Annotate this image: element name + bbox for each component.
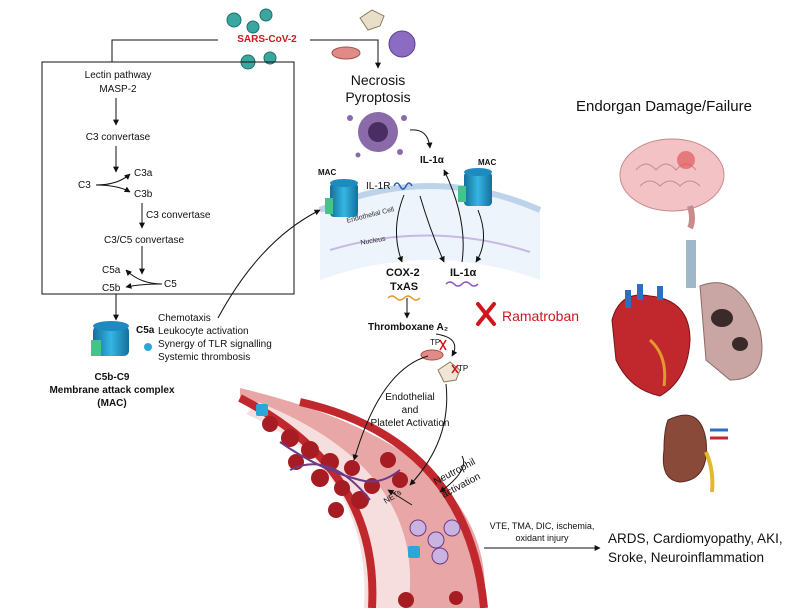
- complement-arrows: [95, 98, 163, 321]
- c5a-dot: [144, 343, 152, 351]
- organ-damage-title: Endorgan Damage/Failure: [576, 98, 752, 115]
- blood-vessel-graphic: [238, 388, 488, 608]
- vessel-arrows: [352, 355, 601, 551]
- thromboxane-label: Thromboxane A₂: [368, 322, 449, 333]
- ramatroban-x-icon: [476, 302, 496, 326]
- effect-leukocyte-activation: Leukocyte activation: [158, 326, 249, 337]
- effect-chemotaxis: Chemotaxis: [158, 313, 211, 324]
- dna-il1a: [445, 281, 479, 287]
- il1a-bottom-label: IL-1α: [450, 267, 477, 279]
- c3c5-convertase-label: C3/C5 convertase: [103, 235, 185, 246]
- pyroptosis-label: Pyroptosis: [345, 89, 411, 105]
- mac-membrane-right-label: MAC: [478, 158, 497, 167]
- mac-abbrev: (MAC): [97, 398, 127, 409]
- c3a-label: C3a: [134, 168, 153, 179]
- brain-icon: [619, 138, 725, 230]
- immune-cells: [331, 9, 416, 60]
- tp-receptor-icons: [420, 339, 461, 383]
- endothelial-activation-line2: and: [401, 405, 419, 416]
- necrotic-cell-icon: [347, 112, 407, 158]
- lectin-pathway-label: Lectin pathway: [84, 70, 152, 81]
- mac-subtitle: Membrane attack complex: [49, 385, 175, 396]
- mac-title: C5b-C9: [94, 372, 130, 383]
- endothelial-arrows: [217, 169, 484, 319]
- il1r-receptor: [393, 182, 413, 190]
- c3-convertase-label-1: C3 convertase: [85, 132, 151, 143]
- endothelial-activation-line1: Endothelial: [385, 392, 435, 403]
- dna-cox2: [387, 295, 421, 301]
- thromboxane-tp-arrow: [435, 333, 458, 357]
- effect-tlr-synergy: Synergy of TLR signalling: [158, 339, 272, 350]
- il1r-label: IL-1R: [366, 181, 391, 192]
- il1a-top-label: IL-1α: [420, 155, 444, 166]
- mac-membrane-left-label: MAC: [318, 168, 337, 177]
- mac-icon-membrane-right: [458, 168, 492, 206]
- virus-to-complement-line: [111, 39, 218, 62]
- c5a-box-label: C5a: [102, 265, 121, 276]
- ramatroban-label: Ramatroban: [502, 308, 580, 324]
- masp2-label: MASP-2: [99, 84, 137, 95]
- c5b-label: C5b: [102, 283, 121, 294]
- c3b-label: C3b: [134, 189, 153, 200]
- outcomes-line1: ARDS, Cardiomyopathy, AKI,: [608, 531, 783, 546]
- complement-box: [41, 61, 295, 295]
- lungs-heart-icon: [611, 240, 763, 397]
- mac-icon-left: [91, 321, 129, 356]
- cox2-label: COX-2: [386, 267, 420, 279]
- necrosis-to-il1a-arrow: [409, 129, 433, 149]
- effect-systemic-thrombosis: Systemic thrombosis: [158, 352, 251, 363]
- tp-label-2: TP: [458, 364, 469, 373]
- tp-label-1: TP: [430, 338, 441, 347]
- mac-icon-membrane-left: [325, 179, 358, 217]
- c3-label: C3: [78, 180, 91, 191]
- injury-line1: VTE, TMA, DIC, ischemia,: [489, 521, 595, 531]
- kidney-icon: [662, 414, 728, 493]
- outcomes-line2: Sroke, Neuroinflammation: [608, 550, 765, 565]
- c5-label: C5: [164, 279, 177, 290]
- txas-label: TxAS: [390, 281, 419, 293]
- c5a-effects-label: C5a: [136, 325, 155, 336]
- endothelial-activation-line3: Platelet Activation: [370, 418, 450, 429]
- injury-line2: oxidant injury: [515, 533, 569, 543]
- sars-cov-2-label: SARS-CoV-2: [237, 34, 297, 45]
- necrosis-label: Necrosis: [350, 72, 406, 88]
- c3-convertase-label-2: C3 convertase: [146, 210, 211, 221]
- virus-to-cells-line: [310, 39, 381, 69]
